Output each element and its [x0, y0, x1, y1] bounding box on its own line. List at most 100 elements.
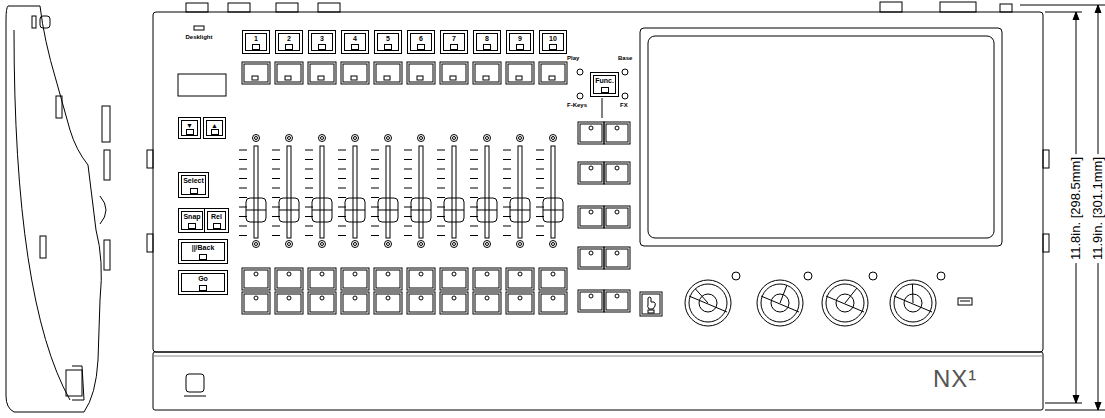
blank-key-inner: [442, 64, 466, 82]
fader-tick: [338, 226, 346, 227]
fader-cap-line: [312, 210, 332, 211]
drawing-part: [940, 2, 976, 12]
fader-tick: [338, 197, 346, 198]
fader-tick: [371, 178, 379, 179]
fader-cap-line: [279, 210, 299, 211]
key-label: ▲: [204, 118, 225, 130]
logo-mark: [186, 374, 204, 392]
fader-slot: [353, 146, 357, 238]
blank-key-inner: [580, 124, 602, 142]
key-label: 10: [540, 31, 566, 43]
blank-key-inner: [277, 64, 301, 82]
key-label: Select: [179, 173, 208, 185]
drawing-part: [648, 310, 654, 313]
blank-key-inner: [541, 294, 565, 312]
blank-key: [539, 268, 567, 290]
drawing-part: [6, 6, 101, 412]
fader-led: [420, 137, 423, 140]
console-key: Select: [178, 172, 209, 198]
fader-tick: [536, 150, 544, 151]
drawing-part: [56, 96, 62, 118]
key-led: [483, 76, 489, 80]
blank-key-inner: [475, 64, 499, 82]
generated-controls: [239, 62, 945, 326]
console-key: 6: [407, 30, 435, 54]
fader-cap-line: [444, 210, 464, 211]
func-connector-line: [602, 98, 603, 118]
fader-cap-line: [477, 210, 497, 211]
fader-led: [354, 137, 357, 140]
fader-cap-line: [411, 210, 431, 211]
blank-key-inner: [310, 64, 334, 82]
fader-led: [418, 135, 425, 142]
fader-led: [286, 241, 293, 248]
blank-key: [374, 268, 402, 290]
fader-cap: [378, 198, 398, 222]
blank-key: [506, 292, 534, 314]
fader-led: [321, 137, 324, 140]
blank-key-inner: [541, 270, 565, 288]
fader-tick: [536, 197, 544, 198]
mode-label: Base: [618, 55, 632, 62]
key-led: [285, 76, 291, 80]
fader-tick: [338, 169, 346, 170]
drawing-part: [72, 366, 84, 400]
blank-key: [341, 292, 369, 314]
fader-led: [319, 241, 326, 248]
fader-tick: [470, 235, 478, 236]
lcd-window: [178, 74, 226, 96]
blank-key-inner: [442, 270, 466, 288]
blank-key-inner: [244, 294, 268, 312]
fader-slot: [254, 146, 258, 238]
console-key: Snap: [178, 208, 206, 233]
fader-led: [288, 243, 291, 246]
blank-key-inner: [442, 294, 466, 312]
key-label: Rel: [205, 209, 228, 221]
console-key: Go: [178, 270, 228, 295]
fader-cap: [246, 198, 266, 222]
fader-tick: [437, 178, 445, 179]
key-led: [252, 76, 258, 80]
key-led: [419, 272, 423, 276]
drawing-part: [648, 297, 656, 309]
console-front-panel: [153, 352, 1043, 410]
key-led: [452, 296, 456, 300]
fader-led: [519, 243, 522, 246]
fader-tick: [470, 159, 478, 160]
blank-key: [407, 268, 435, 290]
blank-key-inner: [409, 294, 433, 312]
fader-led: [484, 241, 491, 248]
drawing-part: [1073, 395, 1079, 403]
blank-key-inner: [606, 249, 628, 267]
product-logo: NX¹: [933, 366, 977, 392]
drawing-part: [640, 292, 662, 316]
blank-key: [242, 62, 270, 84]
encoder-knob: [689, 284, 727, 322]
fader-led: [253, 135, 260, 142]
fader-slot: [287, 146, 291, 238]
fader-tick: [404, 197, 412, 198]
fader-led: [255, 137, 258, 140]
blank-key: [275, 62, 303, 84]
fader-led: [517, 241, 524, 248]
blank-key-inner: [508, 270, 532, 288]
fader-cap-line: [378, 210, 398, 211]
key-led: [386, 296, 390, 300]
encoder-knob: [826, 284, 864, 322]
usb-port: [958, 298, 972, 305]
console-key: 7: [440, 30, 468, 54]
fader-tick: [503, 169, 511, 170]
fader-tick: [404, 169, 412, 170]
key-led: [384, 76, 390, 80]
blank-key-inner: [541, 64, 565, 82]
drawing-part: [14, 30, 70, 400]
drawing-part: [104, 240, 110, 270]
fader-tick: [338, 178, 346, 179]
blank-key: [473, 62, 501, 84]
fader-tick: [470, 226, 478, 227]
dimension-lines: [1020, 5, 1105, 410]
fader-slot: [320, 146, 324, 238]
console-key: 9: [506, 30, 534, 54]
key-led: [551, 272, 555, 276]
